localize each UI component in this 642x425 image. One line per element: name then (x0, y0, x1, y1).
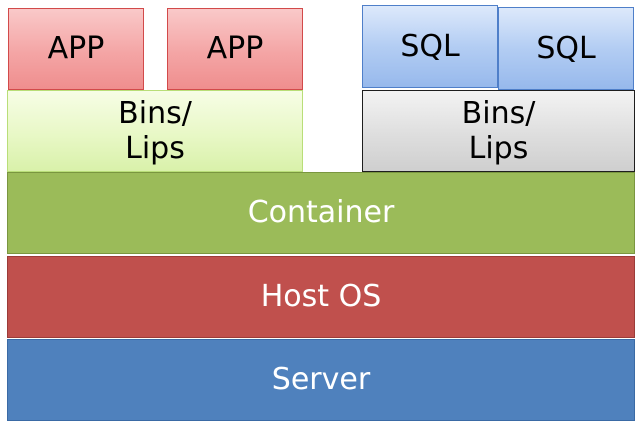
bins-libs-box-right: Bins/ Lips (362, 90, 635, 172)
sql-box-1-label: SQL (400, 28, 460, 64)
server-layer-label: Server (271, 362, 371, 398)
bins-right-line-2: Lips (468, 131, 529, 166)
sql-box-2-label: SQL (536, 30, 596, 66)
app-box-2: APP (167, 8, 303, 90)
app-box-1-label: APP (47, 31, 105, 67)
host-os-layer-label: Host OS (260, 279, 382, 315)
host-os-layer: Host OS (7, 256, 635, 338)
container-layer: Container (7, 172, 635, 254)
app-box-2-label: APP (206, 31, 264, 67)
server-layer: Server (7, 339, 635, 421)
sql-box-2: SQL (498, 7, 634, 90)
bins-left-line-1: Bins/ (118, 95, 192, 131)
app-box-1: APP (8, 8, 144, 90)
sql-box-1: SQL (362, 5, 498, 88)
bins-left-line-2: Lips (125, 131, 185, 166)
container-layer-label: Container (247, 195, 395, 231)
bins-libs-box-left: Bins/ Lips (7, 90, 303, 172)
bins-right-line-1: Bins/ (461, 95, 536, 131)
